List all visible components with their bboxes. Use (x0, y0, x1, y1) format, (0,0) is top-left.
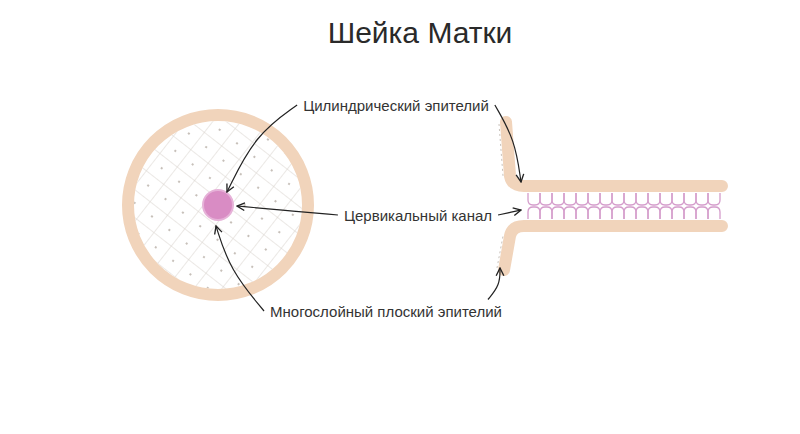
part-label: Цервикальный канал (342, 207, 494, 224)
columnar-cell (600, 193, 612, 205)
columnar-cell (588, 193, 600, 205)
part-label: Цилиндрический эпителий (301, 97, 491, 114)
leader-arrow (495, 105, 521, 182)
leader-arrow (488, 268, 500, 300)
leader-arrow (237, 206, 338, 215)
cervix-front-view (128, 115, 310, 297)
columnar-cell (528, 193, 540, 205)
columnar-cell (624, 193, 636, 205)
columnar-cell (612, 193, 624, 205)
diagram-title: Шейка Матки (328, 16, 513, 50)
columnar-cell (696, 193, 708, 205)
columnar-cell (696, 207, 708, 219)
cervix-section-view (497, 122, 722, 270)
leader-arrow (498, 210, 521, 215)
part-label: Многослойный плоский эпителий (268, 303, 504, 320)
columnar-cell (708, 207, 720, 219)
columnar-cell (588, 207, 600, 219)
columnar-cell (612, 207, 624, 219)
columnar-cell (528, 207, 540, 219)
columnar-cell (624, 207, 636, 219)
columnar-cell (540, 193, 552, 205)
columnar-cell (552, 207, 564, 219)
columnar-cell (708, 193, 720, 205)
columnar-cell (660, 193, 672, 205)
columnar-cell (540, 207, 552, 219)
columnar-cell (552, 193, 564, 205)
columnar-cell (636, 207, 648, 219)
columnar-cell (576, 207, 588, 219)
columnar-cell (648, 193, 660, 205)
leader-arrow (227, 105, 297, 192)
columnar-cell (672, 193, 684, 205)
columnar-cell (564, 207, 576, 219)
columnar-cell (564, 193, 576, 205)
columnar-cell (660, 207, 672, 219)
columnar-cell (636, 193, 648, 205)
columnar-cell (672, 207, 684, 219)
leader-arrow (216, 226, 264, 311)
columnar-cell (576, 193, 588, 205)
columnar-cell (600, 207, 612, 219)
columnar-cell (684, 207, 696, 219)
columnar-cell (648, 207, 660, 219)
columnar-cell (684, 193, 696, 205)
